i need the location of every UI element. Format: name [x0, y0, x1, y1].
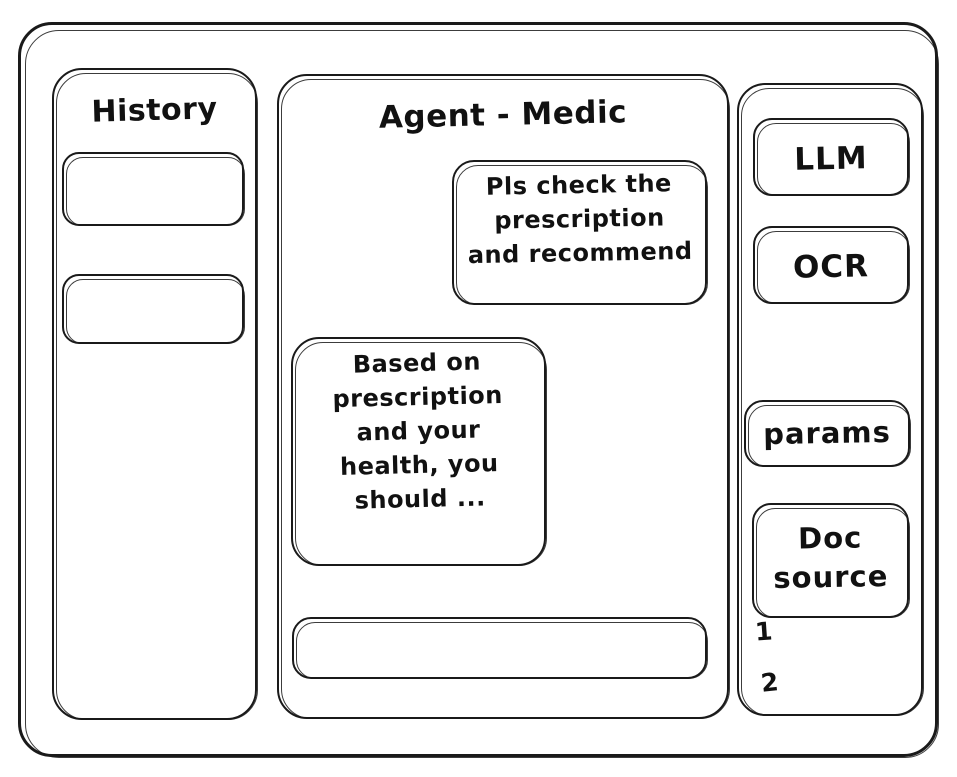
- tool-button-params-label: params: [762, 414, 892, 452]
- doc-source-list-item[interactable]: 1: [754, 616, 774, 647]
- tool-button-doc-source-label: Doc source: [773, 520, 889, 595]
- tool-button-ocr-label: OCR: [792, 248, 870, 286]
- doc-source-list-item[interactable]: 2: [759, 667, 780, 698]
- assistant-message-text: Based on prescription and your health, y…: [332, 347, 504, 515]
- user-message-text: Pls check the prescription and recommend: [467, 169, 693, 270]
- history-list-item[interactable]: [62, 274, 245, 344]
- message-input[interactable]: [306, 630, 698, 668]
- history-list-item[interactable]: [62, 152, 245, 226]
- tool-button-llm-label: LLM: [793, 140, 869, 178]
- history-panel-title: History: [90, 91, 218, 130]
